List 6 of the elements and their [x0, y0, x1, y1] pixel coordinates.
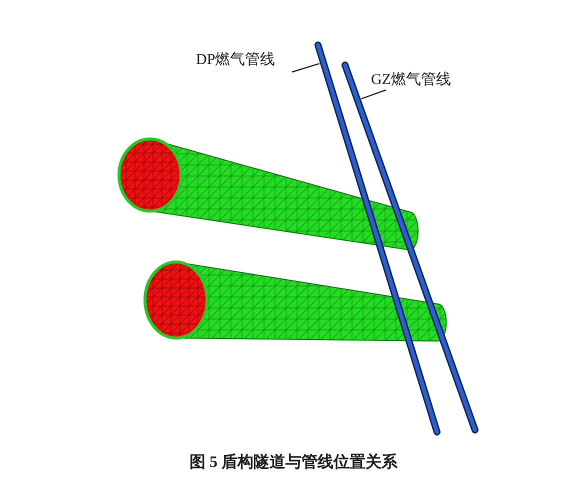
figure-caption: 图 5 盾构隧道与管线位置关系: [188, 452, 398, 473]
callout-label: DP燃气管线: [196, 50, 276, 69]
pipeline-drawing: [342, 62, 478, 434]
leader-line: [361, 89, 386, 100]
callout-label: GZ燃气管线: [371, 70, 451, 89]
leader-line: [292, 62, 320, 73]
